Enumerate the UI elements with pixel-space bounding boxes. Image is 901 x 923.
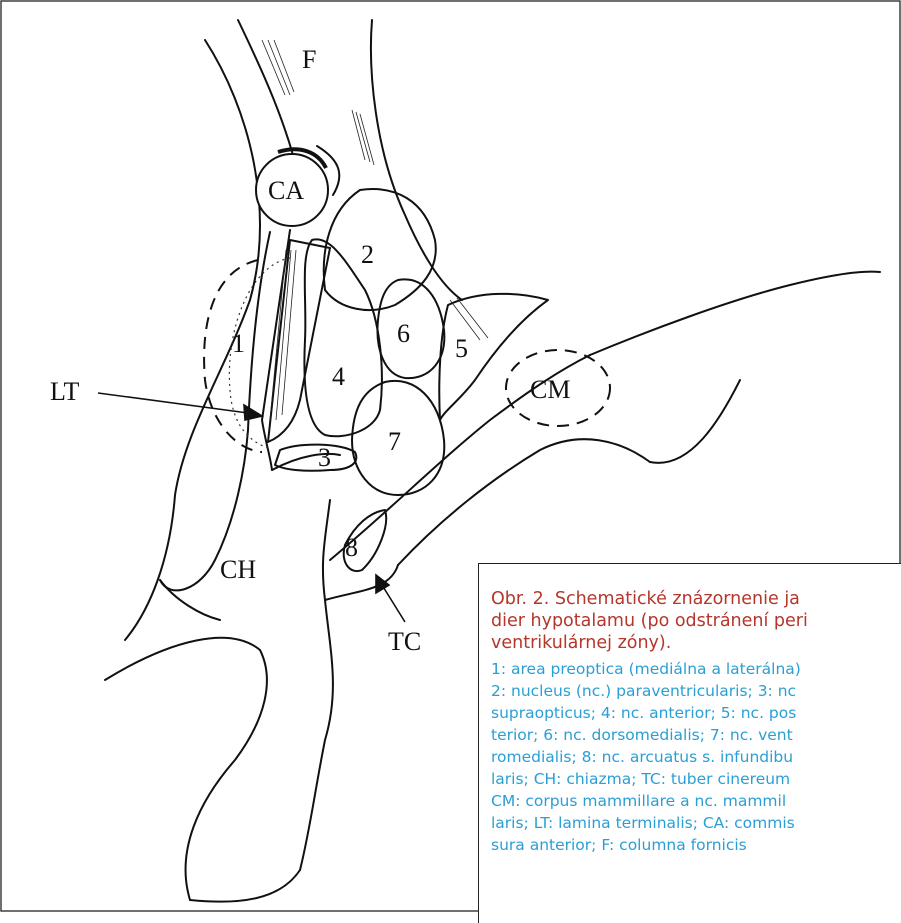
- label-1: 1: [232, 329, 245, 358]
- lt-arrow-line: [98, 393, 248, 413]
- label-4: 4: [332, 362, 345, 391]
- caption-box: Obr. 2. Schematické znázornenie ja dier …: [478, 563, 901, 923]
- infundibulum-right: [300, 500, 333, 870]
- hatching: [262, 40, 488, 420]
- label-f: F: [302, 45, 316, 74]
- label-lt: LT: [50, 377, 79, 406]
- label-tc: TC: [388, 627, 421, 656]
- pituitary-lobe: [190, 870, 300, 902]
- cm-lower: [650, 380, 740, 463]
- label-ch: CH: [220, 555, 256, 584]
- label-6: 6: [397, 319, 410, 348]
- label-3: 3: [318, 443, 331, 472]
- tc-arrow-line: [382, 585, 405, 622]
- ventricle-wall-inner: [262, 230, 290, 470]
- infundibulum-left: [105, 638, 267, 900]
- label-5: 5: [455, 334, 468, 363]
- caption-body: 1: area preoptica (mediálna a laterálna)…: [491, 658, 901, 856]
- label-7: 7: [388, 427, 401, 456]
- tuber-lower: [398, 439, 650, 565]
- nucleus-2: [324, 189, 436, 310]
- caption-title: Obr. 2. Schematické znázornenie ja dier …: [491, 588, 901, 654]
- fornix-right-edge: [371, 20, 462, 300]
- tc-arrow-head: [376, 575, 389, 593]
- lt-arrow-head: [244, 405, 262, 420]
- label-cm: CM: [530, 375, 570, 404]
- nucleus-3: [275, 445, 356, 471]
- cm-outer: [590, 272, 880, 355]
- label-2: 2: [361, 240, 374, 269]
- label-8: 8: [345, 533, 358, 562]
- label-ca: CA: [268, 176, 304, 205]
